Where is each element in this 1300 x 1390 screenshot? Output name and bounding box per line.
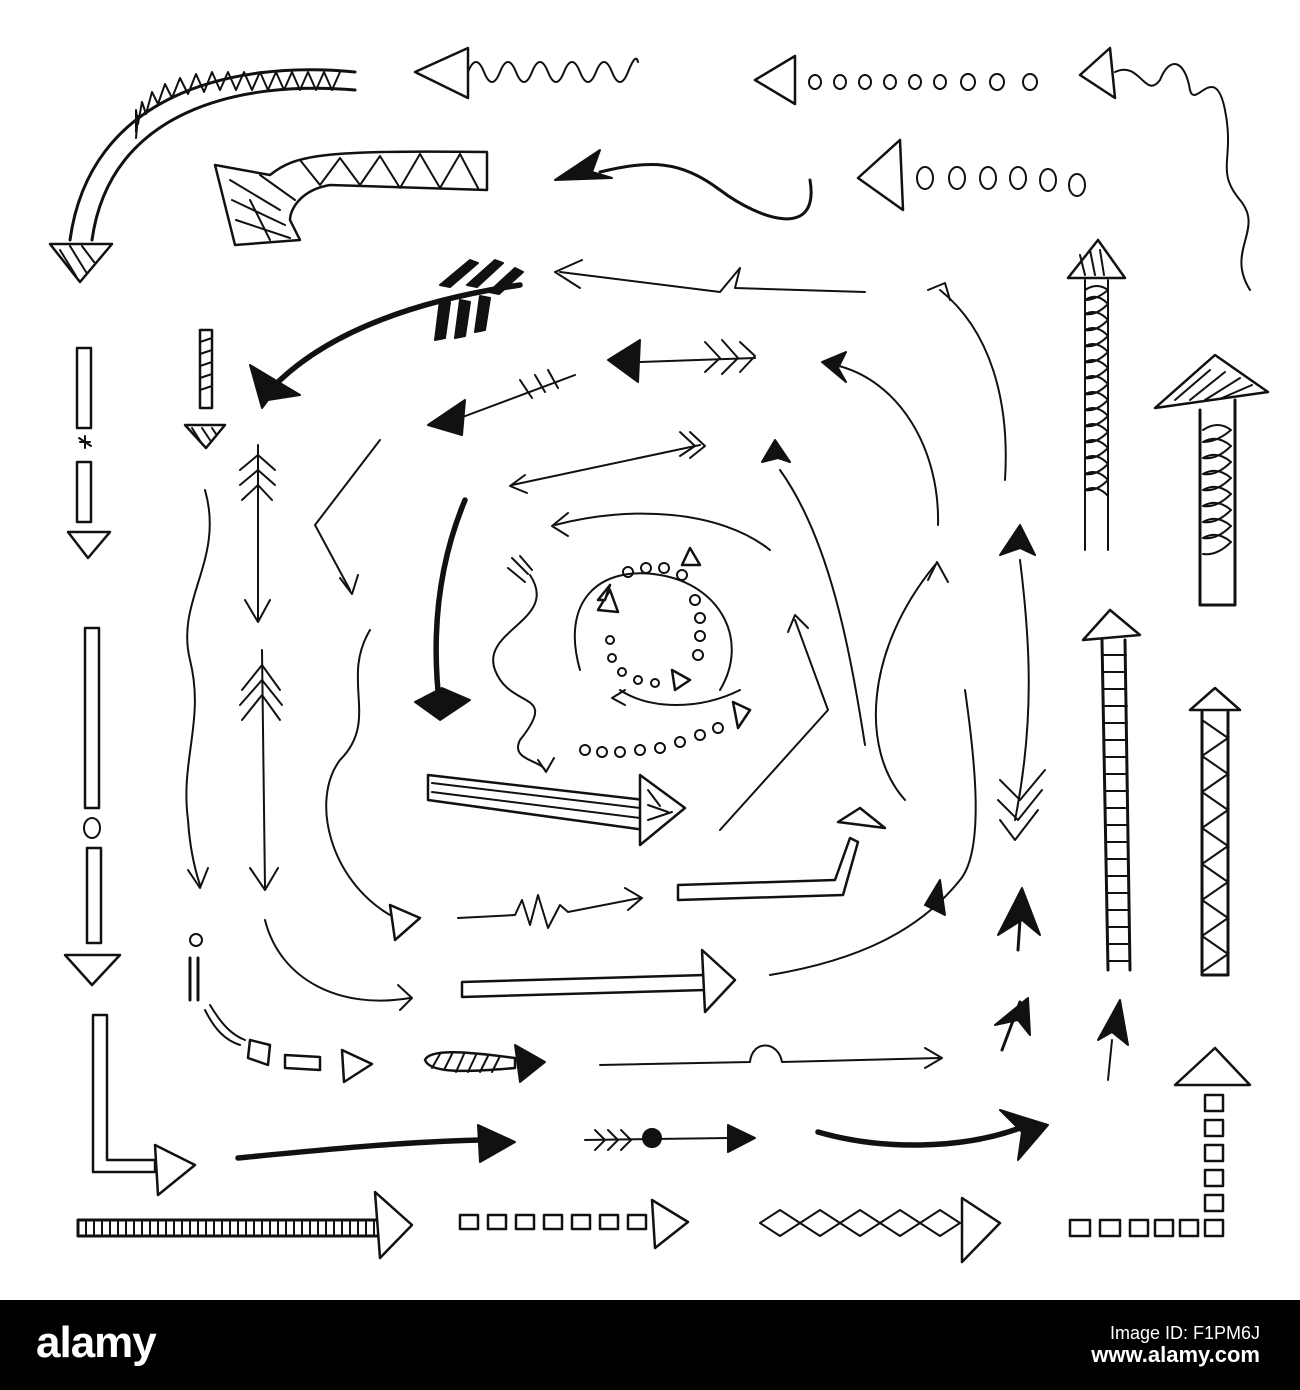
fletched-arrow-down-left xyxy=(249,259,524,409)
diamond-chain-right-arrow xyxy=(759,1196,1002,1264)
hatched-block-arrow-left xyxy=(213,150,489,247)
curved-line-up-right-arrow xyxy=(769,689,977,976)
dashed-curve-right-arrow xyxy=(188,933,374,1084)
diagonal-line-arrow-inner xyxy=(719,614,829,831)
thick-right-arrow-bottom xyxy=(235,1124,516,1163)
long-fletched-up-arrow-right xyxy=(997,524,1046,841)
long-bar-down-arrow xyxy=(63,626,122,987)
bent-down-arrow xyxy=(314,439,381,595)
curved-up-arrow-inner xyxy=(761,439,866,746)
striped-up-arrow-large xyxy=(1153,353,1270,607)
arrows-illustration xyxy=(48,46,1270,1264)
squiggle-left-arrow-top-right xyxy=(1078,46,1251,291)
thick-curved-right-arrow xyxy=(815,1109,1049,1161)
zigzag-line-left-arrow xyxy=(554,259,866,293)
fletched-left-arrow-mid xyxy=(607,339,756,383)
arc-arrow-up-right-outer xyxy=(927,282,1007,481)
bump-right-arrow xyxy=(599,1044,943,1069)
l-shaped-up-arrow-inner xyxy=(676,806,887,902)
square-chain-l-up-arrow xyxy=(1068,1046,1252,1238)
dotted-circle-arrows-center xyxy=(573,546,752,758)
ruler-up-arrow xyxy=(1081,608,1142,972)
wavy-right-arrow-inner xyxy=(325,629,422,942)
curved-zigzag-arrow-top-left xyxy=(48,68,357,284)
square-chain-right-arrow xyxy=(458,1198,690,1250)
l-shaped-right-arrow xyxy=(91,1013,197,1197)
zigzag-up-arrow xyxy=(1188,686,1242,977)
long-down-fletched-arrow xyxy=(239,649,283,891)
hatched-right-arrow-small xyxy=(423,1044,546,1083)
dotted-left-arrow-top xyxy=(753,54,1038,106)
image-id-block: Image ID: F1PM6J www.alamy.com xyxy=(1091,1322,1260,1366)
image-id-caption: Image ID: F1PM6J xyxy=(1109,1323,1260,1343)
arc-left-arrow-inner xyxy=(551,512,771,551)
curved-solid-arrow-left xyxy=(554,149,813,221)
long-hollow-right-arrow xyxy=(460,948,737,1014)
zigzag-right-arrow-inner xyxy=(457,887,643,929)
arc-arrow-mid-upper xyxy=(821,351,940,526)
medium-solid-up-arrow xyxy=(997,887,1041,952)
thin-left-arrow-inner-top xyxy=(509,431,706,494)
coil-up-arrow xyxy=(1066,238,1127,551)
small-solid-up-arrow-bottom-right xyxy=(1097,999,1129,1081)
curve-right-arrow-bottom-inner xyxy=(264,919,413,1011)
small-up-arrow-bottom xyxy=(994,997,1031,1052)
circles-left-arrow xyxy=(856,138,1086,212)
thick-curve-down-arrow-inner xyxy=(414,497,471,721)
alamy-logo: alamy xyxy=(36,1318,157,1367)
doodle-arrows-canvas xyxy=(48,46,1270,1264)
wavy-line-left-arrow-top xyxy=(413,46,639,100)
arrow-left-thin-fletched xyxy=(427,369,576,436)
thin-down-fletched-arrow xyxy=(239,444,276,623)
dashed-bar-down-arrow xyxy=(66,346,112,560)
striped-right-arrow-inner xyxy=(426,773,687,847)
watermark-footer-bar: alamy Image ID: F1PM6J www.alamy.com xyxy=(0,1300,1300,1390)
dot-fletched-right-arrow xyxy=(584,1124,756,1153)
site-url: www.alamy.com xyxy=(1091,1342,1260,1367)
wavy-down-arrow-left xyxy=(185,489,211,889)
striped-down-arrow-small xyxy=(183,328,227,450)
squiggle-down-arrow-inner xyxy=(492,555,555,773)
arc-up-arrow-right-inner xyxy=(874,561,949,801)
ruler-right-arrow-bottom xyxy=(76,1190,414,1260)
